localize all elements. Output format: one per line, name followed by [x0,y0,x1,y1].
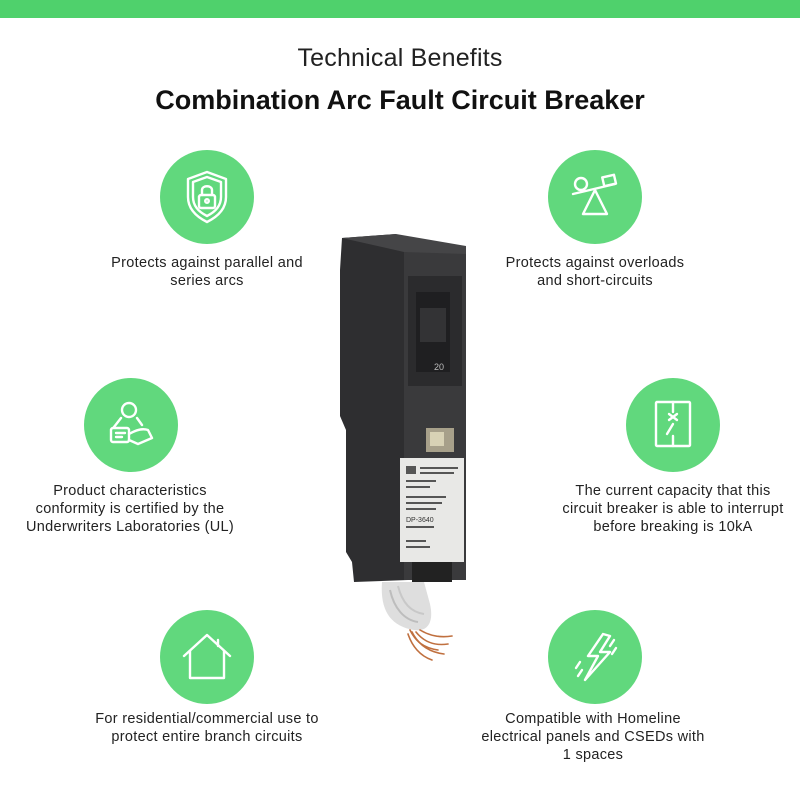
benefit-badge-overloads [548,150,642,244]
benefit-badge-arcs [160,150,254,244]
breaker-model-label: DP-3640 [406,517,434,524]
benefit-text-compatible: Compatible with Homeline electrical pane… [481,711,705,763]
house-icon [182,633,232,680]
page-subtitle: Technical Benefits [297,44,503,72]
benefit-badge-ul [84,378,178,472]
seesaw-icon [571,173,618,216]
benefit-badge-residential [160,610,254,704]
benefit-text-ul: Product characteristics conformity is ce… [25,483,235,535]
lightning-icon [574,632,618,682]
benefit-text-capacity: The current capacity that this circuit b… [562,483,784,535]
benefit-text-arcs: Protects against parallel and series arc… [111,255,303,289]
breaker-switch-icon [654,400,692,448]
page-title: Combination Arc Fault Circuit Breaker [155,85,645,115]
benefit-badge-capacity [626,378,720,472]
benefit-text-overloads: Protects against overloads and short-cir… [505,255,685,289]
breaker-rating: 20 [434,362,444,372]
benefit-badge-compatible [548,610,642,704]
benefit-text-residential: For residential/commercial use to protec… [95,711,319,745]
certificate-hand-icon [109,401,154,446]
top-accent-bar [0,0,800,18]
circuit-breaker-image: 20 DP-3640 [320,230,490,670]
shield-lock-icon [186,170,228,224]
